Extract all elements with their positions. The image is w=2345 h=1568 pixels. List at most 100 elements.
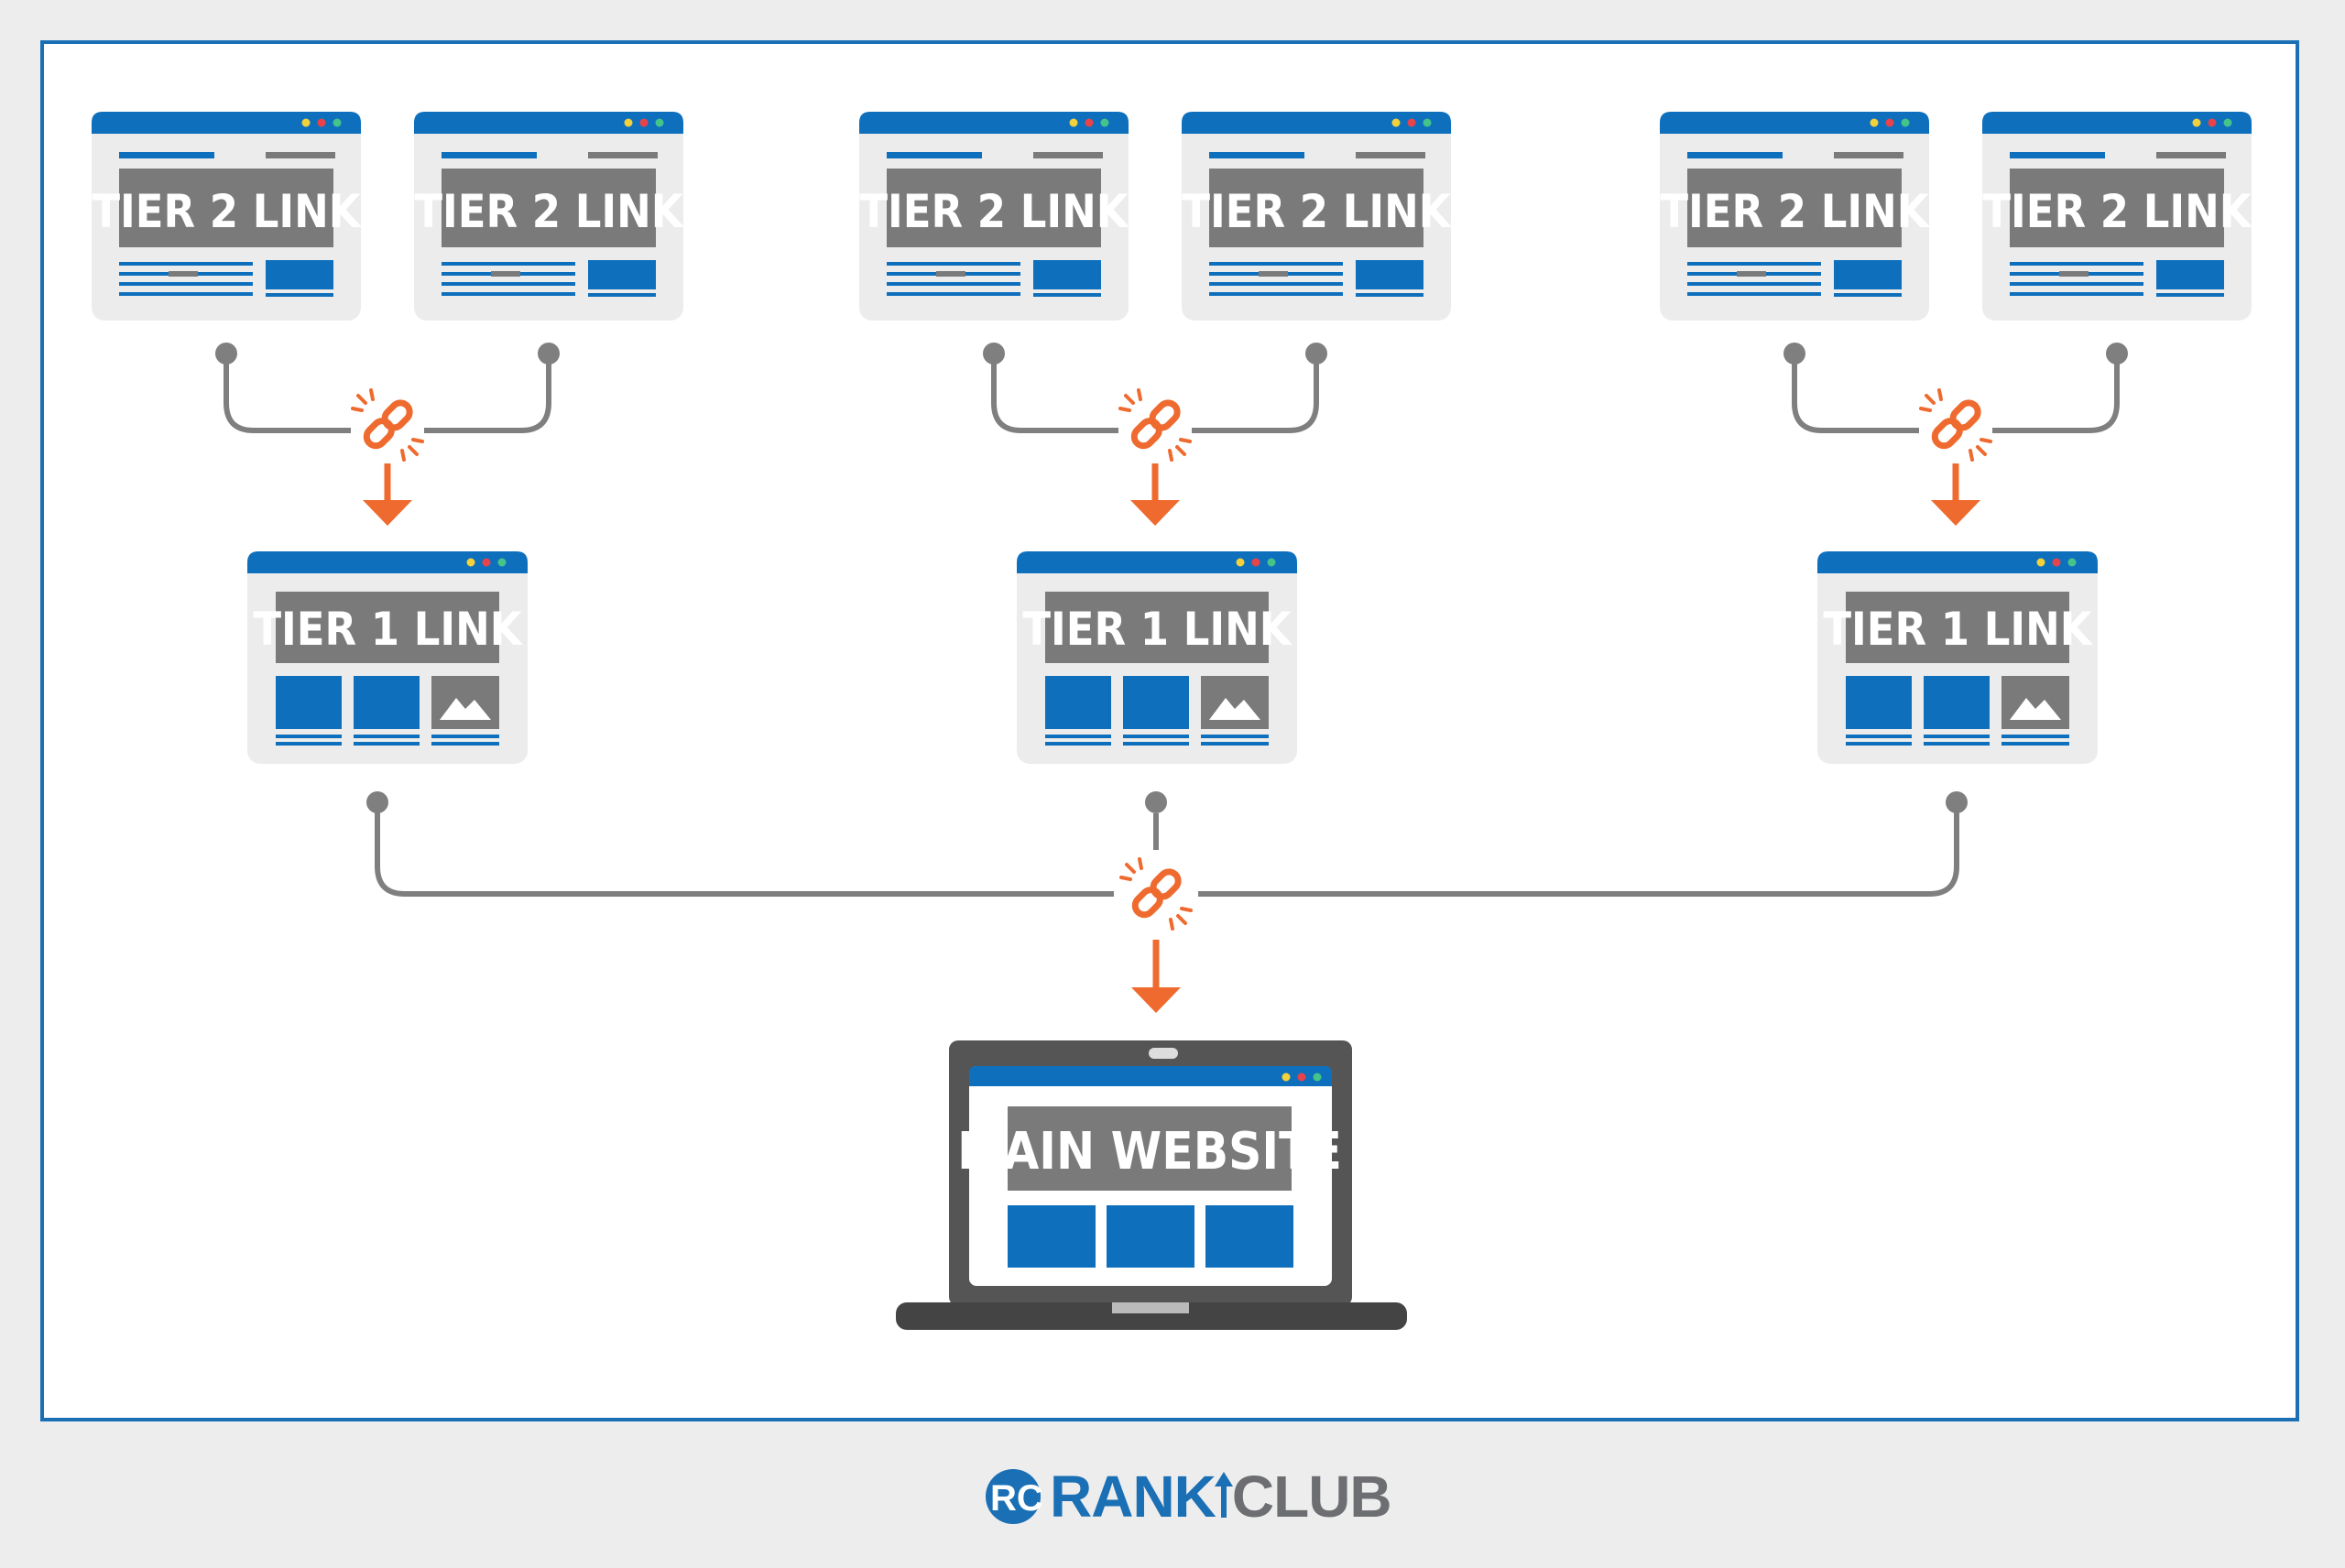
link-label-panel [442, 169, 656, 247]
content-line [588, 293, 656, 297]
spark-line [351, 407, 364, 412]
content-line [2001, 742, 2069, 746]
header-line [119, 152, 214, 158]
arrow-head [363, 500, 412, 526]
content-line [1687, 282, 1821, 286]
content-line [1033, 293, 1101, 297]
svg-text:RC: RC [990, 1478, 1043, 1519]
window-dot-red [1297, 1073, 1306, 1082]
spark-line [400, 449, 406, 462]
window-dot-yellow [466, 558, 475, 567]
laptop-base [896, 1302, 1407, 1330]
content-line [276, 735, 342, 738]
content-line [354, 742, 420, 746]
content-image-box [1846, 676, 1912, 729]
window-title-bar [247, 551, 528, 573]
header-line-gray [1834, 152, 1903, 158]
window-dot-yellow [2036, 558, 2045, 567]
image-placeholder [2001, 676, 2069, 729]
spark-line [1980, 438, 1992, 443]
window-dot-yellow [301, 118, 311, 127]
content-line [266, 293, 333, 297]
link-label-panel [887, 169, 1101, 247]
tier1-browser-card: TIER 1 LINK [1017, 551, 1297, 764]
connector-line [1992, 354, 2120, 433]
content-line [2010, 282, 2143, 286]
window-title-bar [1017, 551, 1297, 573]
content-image-box [1045, 676, 1111, 729]
content-line [2156, 293, 2224, 297]
arrow-head [1130, 500, 1180, 526]
content-line [1924, 742, 1990, 746]
laptop-icon: MAIN WEBSITE [896, 1040, 1407, 1330]
header-line [442, 152, 537, 158]
arrow-down-icon [1131, 940, 1181, 1013]
header-line-gray [2156, 152, 2226, 158]
content-line [442, 282, 575, 286]
content-line [442, 262, 575, 266]
spark-line [1969, 449, 1974, 462]
content-line [431, 735, 499, 738]
spark-line [1925, 394, 1936, 405]
window-dot-green [2067, 558, 2077, 567]
content-line [887, 262, 1020, 266]
spark-line [1179, 438, 1192, 443]
spark-line [1119, 876, 1132, 881]
break-sparks [351, 388, 424, 462]
break-sparks [1118, 388, 1192, 462]
content-line [2001, 735, 2069, 738]
break-sparks [1119, 857, 1193, 931]
window-dot-yellow [1870, 118, 1879, 127]
tier2-link-label: TIER 2 LINK [414, 185, 684, 238]
link-label-panel [276, 592, 499, 663]
window-title-bar [1982, 112, 2252, 134]
content-image-box [1008, 1205, 1096, 1268]
chain-link-left [363, 418, 395, 450]
window-dot-red [482, 558, 491, 567]
window-dot-green [333, 118, 342, 127]
laptop-base-notch [1112, 1302, 1189, 1313]
spark-line [408, 445, 419, 456]
window-dot-green [1901, 118, 1910, 127]
link-label-panel [2010, 169, 2224, 247]
arrow-shaft [1152, 940, 1160, 991]
content-image-box [276, 676, 342, 729]
content-line [1123, 735, 1189, 738]
header-line [2010, 152, 2105, 158]
tier1-link-label: TIER 1 LINK [1823, 603, 2093, 656]
content-line [1687, 292, 1821, 296]
tier1-link-label: TIER 1 LINK [253, 603, 523, 656]
arrow-head [1131, 987, 1181, 1013]
content-line [119, 292, 253, 296]
broken-link-icon [1931, 399, 1981, 450]
connector-line [1198, 802, 1959, 897]
content-image-box [1356, 260, 1423, 289]
window-title-bar [1817, 551, 2098, 573]
broken-link-icon [1130, 399, 1181, 450]
connector-line [1792, 354, 1919, 433]
arrow-down-icon [1130, 463, 1180, 526]
spark-line [1124, 394, 1135, 405]
anchor-text-highlight [1259, 271, 1288, 277]
content-image-box [354, 676, 420, 729]
spark-line [1138, 857, 1143, 870]
chain-link-right [381, 399, 413, 431]
chain-link-left [1131, 887, 1163, 919]
content-line [2010, 262, 2143, 266]
content-image-box [266, 260, 333, 289]
spark-line [411, 438, 424, 443]
spark-line [1180, 907, 1193, 912]
chain-link-right [1149, 399, 1181, 431]
connector-line [991, 354, 1118, 433]
connector-dot [1145, 791, 1167, 813]
spark-line [1976, 445, 1987, 456]
content-line [1356, 293, 1423, 297]
spark-line [1118, 407, 1131, 412]
content-image-box [1123, 676, 1189, 729]
window-dot-yellow [1391, 118, 1401, 127]
link-label-panel [1846, 592, 2069, 663]
window-dot-green [2223, 118, 2232, 127]
anchor-text-highlight [2059, 271, 2089, 277]
connector-line [1153, 813, 1159, 850]
